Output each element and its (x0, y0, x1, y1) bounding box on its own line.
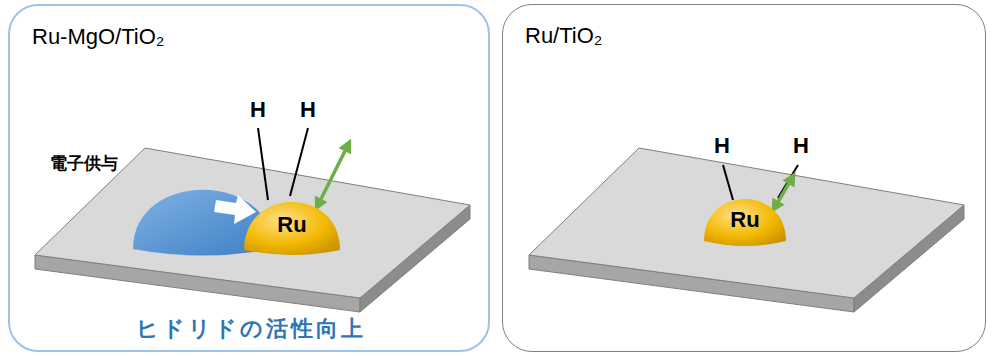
bond-line (258, 128, 268, 200)
ru-particle: Ru (242, 192, 342, 256)
bond-line (723, 165, 733, 200)
ru-particle: Ru (702, 191, 788, 247)
annotation-text: 電子供与 (50, 152, 118, 175)
ru-dome-shape (244, 202, 340, 255)
atom-symbol: H (250, 97, 266, 123)
tio2-support (35, 148, 470, 312)
ru-dome-shape (704, 199, 786, 246)
panel-frame: Ru/TiO₂ Ru (502, 4, 986, 352)
atom-symbol: H (300, 97, 316, 123)
donation-arrow (214, 195, 256, 224)
panel-title: Ru/TiO₂ (525, 23, 602, 49)
tio2-support (529, 148, 964, 312)
panel-frame: Ru-MgO/TiO₂ ヒドリドの活性向上 Ru (8, 4, 490, 352)
bond-line (290, 128, 308, 196)
caption-text: ヒドリドの活性向上 (136, 314, 366, 344)
atom-symbol: H (714, 133, 730, 159)
activity-arrow (775, 178, 792, 207)
particle-label: Ru (277, 212, 306, 238)
activity-arrow (318, 145, 348, 205)
atom-symbol: H (793, 133, 809, 159)
particle-label: Ru (730, 207, 759, 233)
panel-title: Ru-MgO/TiO₂ (32, 24, 164, 50)
